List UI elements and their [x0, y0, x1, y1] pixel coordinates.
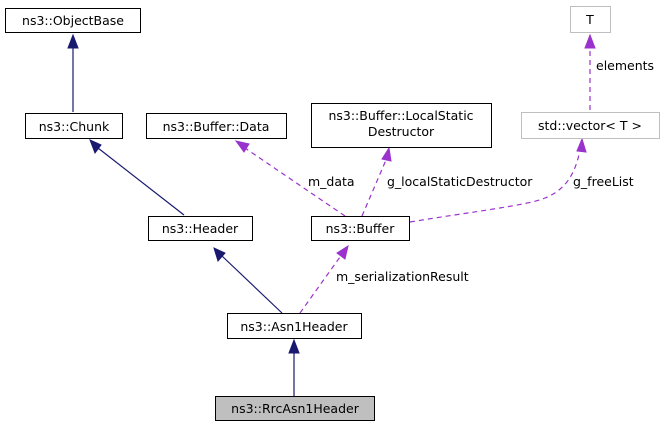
node-t[interactable]: T — [570, 6, 611, 33]
edge-asn1header-to-header — [213, 247, 283, 314]
node-chunk[interactable]: ns3::Chunk — [25, 113, 123, 139]
edge-elements — [584, 33, 596, 110]
svg-text:ns3::ObjectBase: ns3::ObjectBase — [22, 13, 124, 28]
edge-m-data — [234, 140, 346, 217]
node-local-static-destructor[interactable]: ns3::Buffer::LocalStatic Destructor — [311, 103, 492, 148]
svg-text:std::vector< T >: std::vector< T > — [538, 118, 642, 133]
edge-header-to-chunk — [89, 139, 185, 216]
node-buffer-data[interactable]: ns3::Buffer::Data — [146, 113, 287, 139]
node-asn1-header[interactable]: ns3::Asn1Header — [227, 313, 362, 339]
svg-text:ns3::Chunk: ns3::Chunk — [39, 119, 110, 134]
label-elements: elements — [596, 58, 654, 73]
node-buffer[interactable]: ns3::Buffer — [311, 216, 410, 241]
svg-text:ns3::Asn1Header: ns3::Asn1Header — [240, 319, 348, 334]
svg-text:Destructor: Destructor — [368, 124, 435, 139]
edge-rrcasn1header-to-asn1header — [288, 338, 300, 396]
label-g-free-list: g_freeList — [573, 174, 634, 189]
node-object-base[interactable]: ns3::ObjectBase — [5, 8, 141, 33]
svg-text:ns3::Buffer::Data: ns3::Buffer::Data — [163, 119, 270, 134]
node-rrc-asn1-header[interactable]: ns3::RrcAsn1Header — [215, 396, 375, 421]
label-m-data: m_data — [308, 174, 355, 189]
edge-m-serialization-result — [299, 244, 349, 314]
svg-text:ns3::Header: ns3::Header — [162, 221, 239, 236]
node-header[interactable]: ns3::Header — [148, 216, 253, 241]
edge-chunk-to-objectbase — [67, 33, 79, 112]
label-m-serialization-result: m_serializationResult — [336, 269, 469, 284]
svg-text:ns3::RrcAsn1Header: ns3::RrcAsn1Header — [231, 401, 360, 416]
node-std-vector[interactable]: std::vector< T > — [521, 112, 660, 139]
label-g-local-static-destructor: g_localStaticDestructor — [387, 174, 533, 189]
edge-g-free-list — [409, 137, 587, 223]
svg-text:ns3::Buffer::LocalStatic: ns3::Buffer::LocalStatic — [328, 108, 473, 123]
svg-text:ns3::Buffer: ns3::Buffer — [326, 221, 396, 236]
edge-g-local-static-destructor — [361, 146, 392, 217]
svg-text:T: T — [585, 12, 594, 27]
